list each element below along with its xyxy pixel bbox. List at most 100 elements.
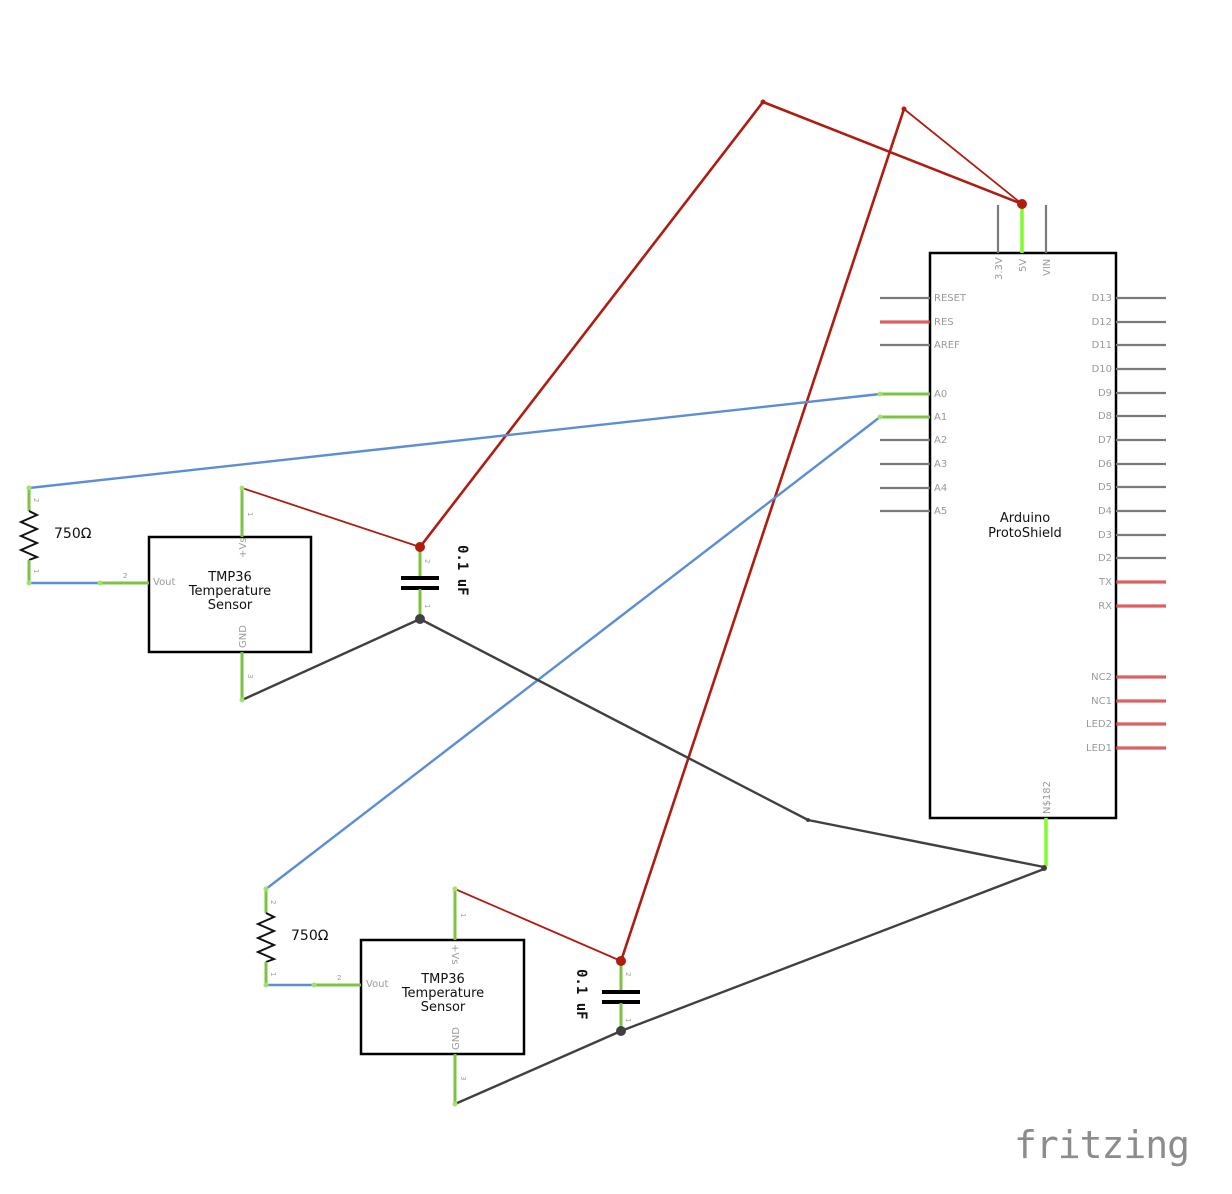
pin-label-aref: AREF <box>934 340 960 351</box>
wire-c1-to-n182[interactable] <box>419 617 1045 869</box>
arduino-protoshield[interactable]: Arduino ProtoShield 3.3V 5V VIN RESET RE… <box>877 205 1167 866</box>
wire-bendpoint-3[interactable] <box>806 818 810 822</box>
wire-5v-to-c1[interactable] <box>418 100 1023 548</box>
pin-label-rx: RX <box>1098 601 1112 612</box>
wire-bend2-to-c2[interactable] <box>619 108 906 962</box>
pin-label-d10: D10 <box>1092 364 1112 375</box>
sensor-1-body <box>147 535 313 654</box>
pin-label-d8: D8 <box>1098 411 1112 422</box>
capacitor-2-junction-bottom <box>616 1026 626 1036</box>
sensor-2-vout-endpoint <box>311 982 317 988</box>
capacitor-1-junction-top <box>415 542 425 552</box>
capacitor-1-junction-bottom <box>415 614 425 624</box>
sensor-1-label-gnd: GND <box>238 625 249 648</box>
pin-label-d3: D3 <box>1098 530 1112 541</box>
pin-label-reset: RESET <box>934 293 967 304</box>
resistor-2-symbol <box>255 912 277 963</box>
capacitor-2-pinnum-2: 2 <box>624 972 632 976</box>
resistor-2-pin2-endpoint <box>263 886 269 892</box>
pin-label-d6: D6 <box>1098 459 1112 470</box>
sensor-2-name-line2: Temperature <box>401 986 484 1001</box>
sensor-2-label-vs: +Vs <box>449 944 460 964</box>
capacitor-2-value: 0.1 uF <box>573 969 589 1020</box>
sensor-1-vout-endpoint <box>97 580 103 586</box>
pin-label-3v3: 3.3V <box>994 257 1005 280</box>
sensor-2-gnd-endpoint <box>452 1101 458 1107</box>
pin-a0-endpoint <box>877 391 883 397</box>
wire-bendpoint-1[interactable] <box>760 99 766 105</box>
pin-label-d9: D9 <box>1098 388 1112 399</box>
sensor-1-name-line2: Temperature <box>188 584 271 599</box>
capacitor-2[interactable]: 0.1 uF 2 1 <box>573 956 640 1036</box>
sensor-2-pinnum-3: 3 <box>459 1076 467 1080</box>
pin-label-a4: A4 <box>934 483 947 494</box>
capacitor-2-junction-top <box>616 956 626 966</box>
pin-label-tx: TX <box>1098 577 1112 588</box>
capacitor-2-pinnum-1: 1 <box>624 1018 632 1022</box>
wire-s2-vs-to-c2[interactable] <box>454 888 622 962</box>
pin-a1-endpoint <box>877 414 883 420</box>
sensor-2-body <box>359 938 526 1056</box>
capacitor-1[interactable]: 0.1 uF 2 1 <box>401 542 470 624</box>
arduino-title-line1: Arduino <box>1000 511 1050 526</box>
sensor-2-pinnum-1: 1 <box>459 913 467 917</box>
pin-label-5v: 5V <box>1018 259 1029 272</box>
pin-label-n182: N$182 <box>1042 781 1053 814</box>
pin-label-led2: LED2 <box>1086 719 1112 730</box>
wire-5v-to-bend2[interactable] <box>903 108 1023 205</box>
wire-s1-gnd-to-c1[interactable] <box>241 617 421 702</box>
left-pins: RESET RES AREF A0 A1 A2 A3 A4 A5 <box>877 293 967 517</box>
wire-a1-to-r2[interactable] <box>265 416 881 890</box>
junction-5v <box>1017 199 1027 209</box>
pin-label-a1: A1 <box>934 412 947 423</box>
resistor-1-pinnum-1: 1 <box>32 569 40 573</box>
sensor-1-pinnum-3: 3 <box>246 674 254 678</box>
pin-label-d11: D11 <box>1092 340 1112 351</box>
wire-a0-to-r1[interactable] <box>28 392 881 490</box>
pin-label-res: RES <box>934 317 954 328</box>
tmp36-sensor-2[interactable]: TMP36 Temperature Sensor +Vs Vout GND 1 … <box>311 886 526 1107</box>
resistor-2[interactable]: 750Ω 2 1 <box>255 886 329 988</box>
sensor-2-label-vout: Vout <box>366 979 389 990</box>
pin-label-a2: A2 <box>934 435 947 446</box>
wire-s2-gnd-to-c2[interactable] <box>454 1029 622 1106</box>
pin-label-d12: D12 <box>1092 317 1112 328</box>
pin-label-d5: D5 <box>1098 482 1112 493</box>
wires <box>28 100 1045 1106</box>
capacitor-1-pinnum-2: 2 <box>423 559 431 563</box>
resistor-1-pin1-endpoint <box>26 580 32 586</box>
pin-label-a3: A3 <box>934 459 947 470</box>
sensor-1-label-vs: +Vs <box>238 538 249 558</box>
resistor-2-pinnum-2: 2 <box>269 900 277 904</box>
pin-label-a5: A5 <box>934 506 947 517</box>
capacitor-1-pinnum-1: 1 <box>423 604 431 608</box>
sensor-1-name-line3: Sensor <box>208 598 253 613</box>
sensor-1-pinnum-1: 1 <box>246 512 254 516</box>
sensor-2-name-line1: TMP36 <box>420 972 465 987</box>
sensor-2-vs-endpoint <box>452 886 458 892</box>
sensor-2-pinnum-2: 2 <box>337 974 341 982</box>
pin-label-led1: LED1 <box>1086 743 1112 754</box>
right-pins: D13 D12 D11 D10 D9 D8 D7 D6 D5 D4 D3 D2 … <box>1086 293 1166 754</box>
fritzing-logo: fritzing <box>1014 1123 1189 1167</box>
tmp36-sensor-1[interactable]: TMP36 Temperature Sensor +Vs Vout GND 1 … <box>97 485 313 703</box>
resistor-1[interactable]: 750Ω 2 1 <box>18 485 92 586</box>
capacitor-1-value: 0.1 uF <box>454 545 470 596</box>
arduino-title-line2: ProtoShield <box>988 526 1062 541</box>
sensor-2-label-gnd: GND <box>451 1027 462 1050</box>
resistor-1-pin2-endpoint <box>26 485 32 491</box>
sensor-1-label-vout: Vout <box>153 577 176 588</box>
sensor-1-vs-endpoint <box>239 485 245 491</box>
pin-label-d7: D7 <box>1098 435 1112 446</box>
resistor-1-symbol <box>18 510 40 561</box>
sensor-1-pinnum-2: 2 <box>123 572 127 580</box>
wire-n182-to-c2[interactable] <box>620 867 1045 1033</box>
pin-label-d4: D4 <box>1098 506 1112 517</box>
sensor-1-name-line1: TMP36 <box>207 570 252 585</box>
pin-label-a0: A0 <box>934 389 947 400</box>
wire-s1-vs-to-c1[interactable] <box>241 487 421 548</box>
resistor-2-value: 750Ω <box>291 928 329 944</box>
wire-bendpoint-2[interactable] <box>901 106 907 112</box>
pin-label-nc1: NC1 <box>1091 696 1112 707</box>
